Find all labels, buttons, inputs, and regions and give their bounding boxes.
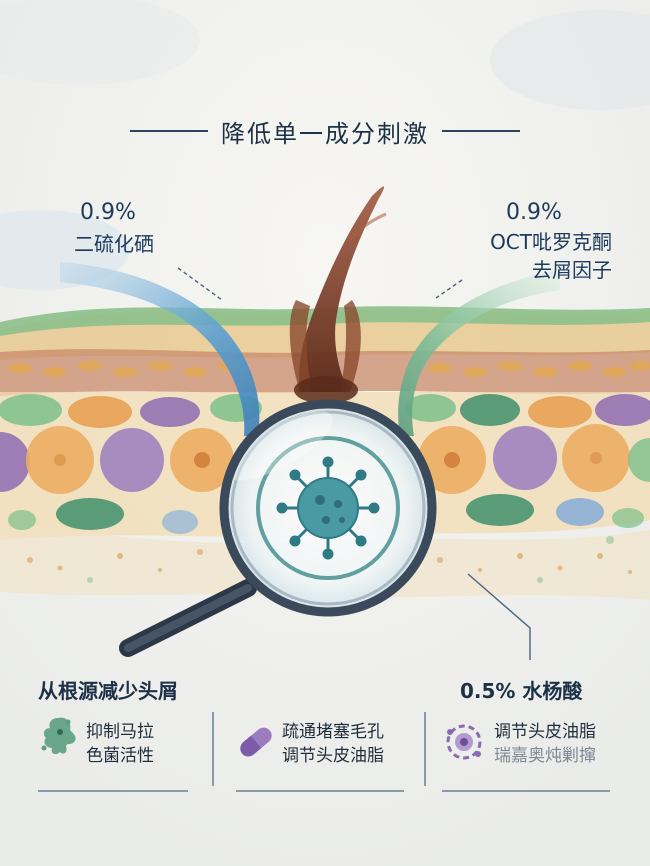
bottom-rule-middle — [236, 790, 404, 792]
virus-icon — [276, 456, 380, 560]
feature-microbe-icon — [38, 712, 82, 764]
column-divider — [424, 712, 426, 786]
feature-capsule-icon — [234, 720, 278, 768]
title-rule-left — [130, 130, 208, 132]
right-ingredient-subtitle: 去屑因子 — [532, 258, 612, 282]
title-rule-right — [442, 130, 520, 132]
magnifying-glass-icon — [119, 399, 437, 657]
feature-2-line1: 疏通堵塞毛孔 — [282, 722, 384, 742]
bottom-rule-right — [442, 790, 610, 792]
feature-2-text: 疏通堵塞毛孔 调节头皮油脂 — [282, 720, 384, 768]
feature-1-line1: 抑制马拉 — [86, 722, 154, 742]
bottom-right-heading: 0.5% 水杨酸 — [460, 679, 583, 703]
feature-3-line2: 瑞嘉奥炖剿撺 — [494, 746, 596, 766]
feature-2-line2: 调节头皮油脂 — [282, 746, 384, 766]
feature-3-text: 调节头皮油脂 瑞嘉奥炖剿撺 — [494, 720, 596, 768]
feature-1-text: 抑制马拉 色菌活性 — [86, 720, 154, 768]
column-divider — [212, 712, 214, 786]
capsule-icon — [240, 727, 272, 757]
cell-cluster-icon — [446, 724, 482, 760]
left-ingredient-percent: 0.9% — [80, 200, 136, 225]
microbe-icon — [41, 717, 76, 755]
right-ingredient-name: OCT吡罗克酮 — [490, 230, 612, 254]
right-ingredient-percent: 0.9% — [506, 200, 562, 225]
bottom-left-heading: 从根源减少头屑 — [38, 679, 178, 703]
feature-3-line1: 调节头皮油脂 — [494, 722, 596, 742]
page-title: 降低单一成分刺激 — [221, 120, 429, 148]
bottom-rule-left — [38, 790, 188, 792]
feature-cell-cluster-icon — [442, 720, 486, 768]
feature-1-line2: 色菌活性 — [86, 746, 154, 766]
left-ingredient-name: 二硫化硒 — [74, 232, 154, 256]
